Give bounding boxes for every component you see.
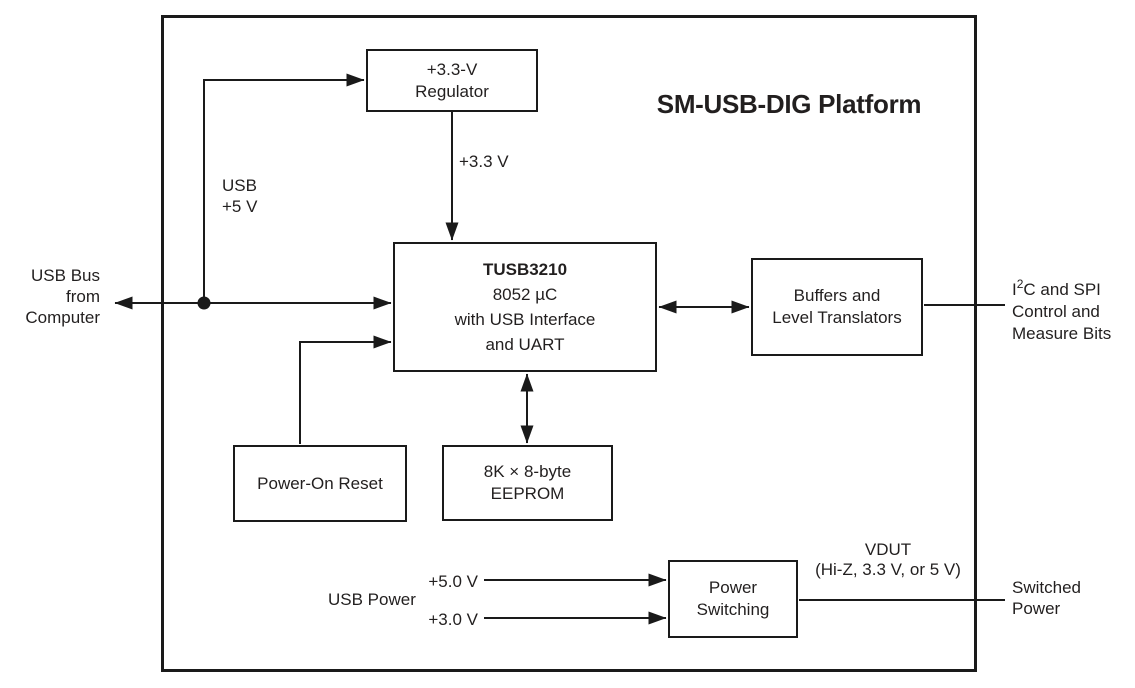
- buffers-line1: Buffers and: [793, 286, 881, 305]
- regulator-block: +3.3-V Regulator: [366, 49, 538, 112]
- power-switching-line1: Power: [708, 578, 758, 597]
- plus-3-0v-label: +3.0 V: [428, 610, 478, 629]
- usb-plus5v-line1: USB: [222, 176, 257, 195]
- switched-power-label: Switched Power: [1012, 577, 1081, 619]
- eeprom-block: 8K × 8-byte EEPROM: [442, 445, 613, 521]
- usb-plus5v-label: USB +5 V: [222, 175, 257, 217]
- plus-5-0v-label: +5.0 V: [428, 572, 478, 591]
- i2c-rest-text: C and SPI: [1023, 280, 1101, 299]
- usb-bus-line2: from: [66, 287, 100, 306]
- usb-plus5v-line2: +5 V: [222, 197, 258, 216]
- regulator-label-line2: Regulator: [415, 81, 489, 101]
- tusb3210-title: TUSB3210: [482, 260, 568, 279]
- buffers-level-translators-block: Buffers and Level Translators: [751, 258, 923, 356]
- i2c-base-text: I: [1012, 280, 1017, 299]
- diagram-title: SM-USB-DIG Platform: [656, 89, 922, 119]
- i2c-spi-line1: I2C and SPI: [1012, 273, 1111, 301]
- eeprom-line1: 8K × 8-byte: [483, 462, 572, 481]
- usb-power-label: USB Power: [328, 590, 416, 609]
- i2c-superscript: 2: [1016, 277, 1024, 291]
- i2c-spi-line3: Measure Bits: [1012, 324, 1112, 343]
- power-switching-block: Power Switching: [668, 560, 798, 638]
- i2c-spi-line2: Control and: [1012, 302, 1100, 321]
- regulator-output-voltage-label: +3.3 V: [459, 152, 509, 171]
- regulator-label-line1: +3.3-V: [426, 59, 478, 79]
- power-switching-line2: Switching: [696, 600, 770, 619]
- tusb3210-line2: 8052 µC: [492, 285, 558, 304]
- tusb3210-line4: and UART: [485, 335, 565, 354]
- switched-power-line2: Power: [1012, 599, 1061, 618]
- vdut-line2: (Hi-Z, 3.3 V, or 5 V): [815, 560, 961, 579]
- power-on-reset-block: Power-On Reset: [233, 445, 407, 522]
- power-on-reset-label: Power-On Reset: [257, 473, 383, 493]
- eeprom-line2: EEPROM: [490, 484, 565, 503]
- usb-bus-from-computer-label: USB Bus from Computer: [6, 265, 100, 328]
- vdut-label: VDUT (Hi-Z, 3.3 V, or 5 V): [804, 540, 972, 580]
- usb-bus-line1: USB Bus: [31, 266, 100, 285]
- buffers-line2: Level Translators: [772, 308, 902, 327]
- i2c-spi-label: I2C and SPI Control and Measure Bits: [1012, 273, 1111, 345]
- usb-bus-line3: Computer: [25, 308, 100, 327]
- switched-power-line1: Switched: [1012, 578, 1081, 597]
- vdut-line1: VDUT: [864, 540, 912, 559]
- tusb3210-line3: with USB Interface: [454, 310, 596, 329]
- tusb3210-block: TUSB3210 8052 µC with USB Interface and …: [393, 242, 657, 372]
